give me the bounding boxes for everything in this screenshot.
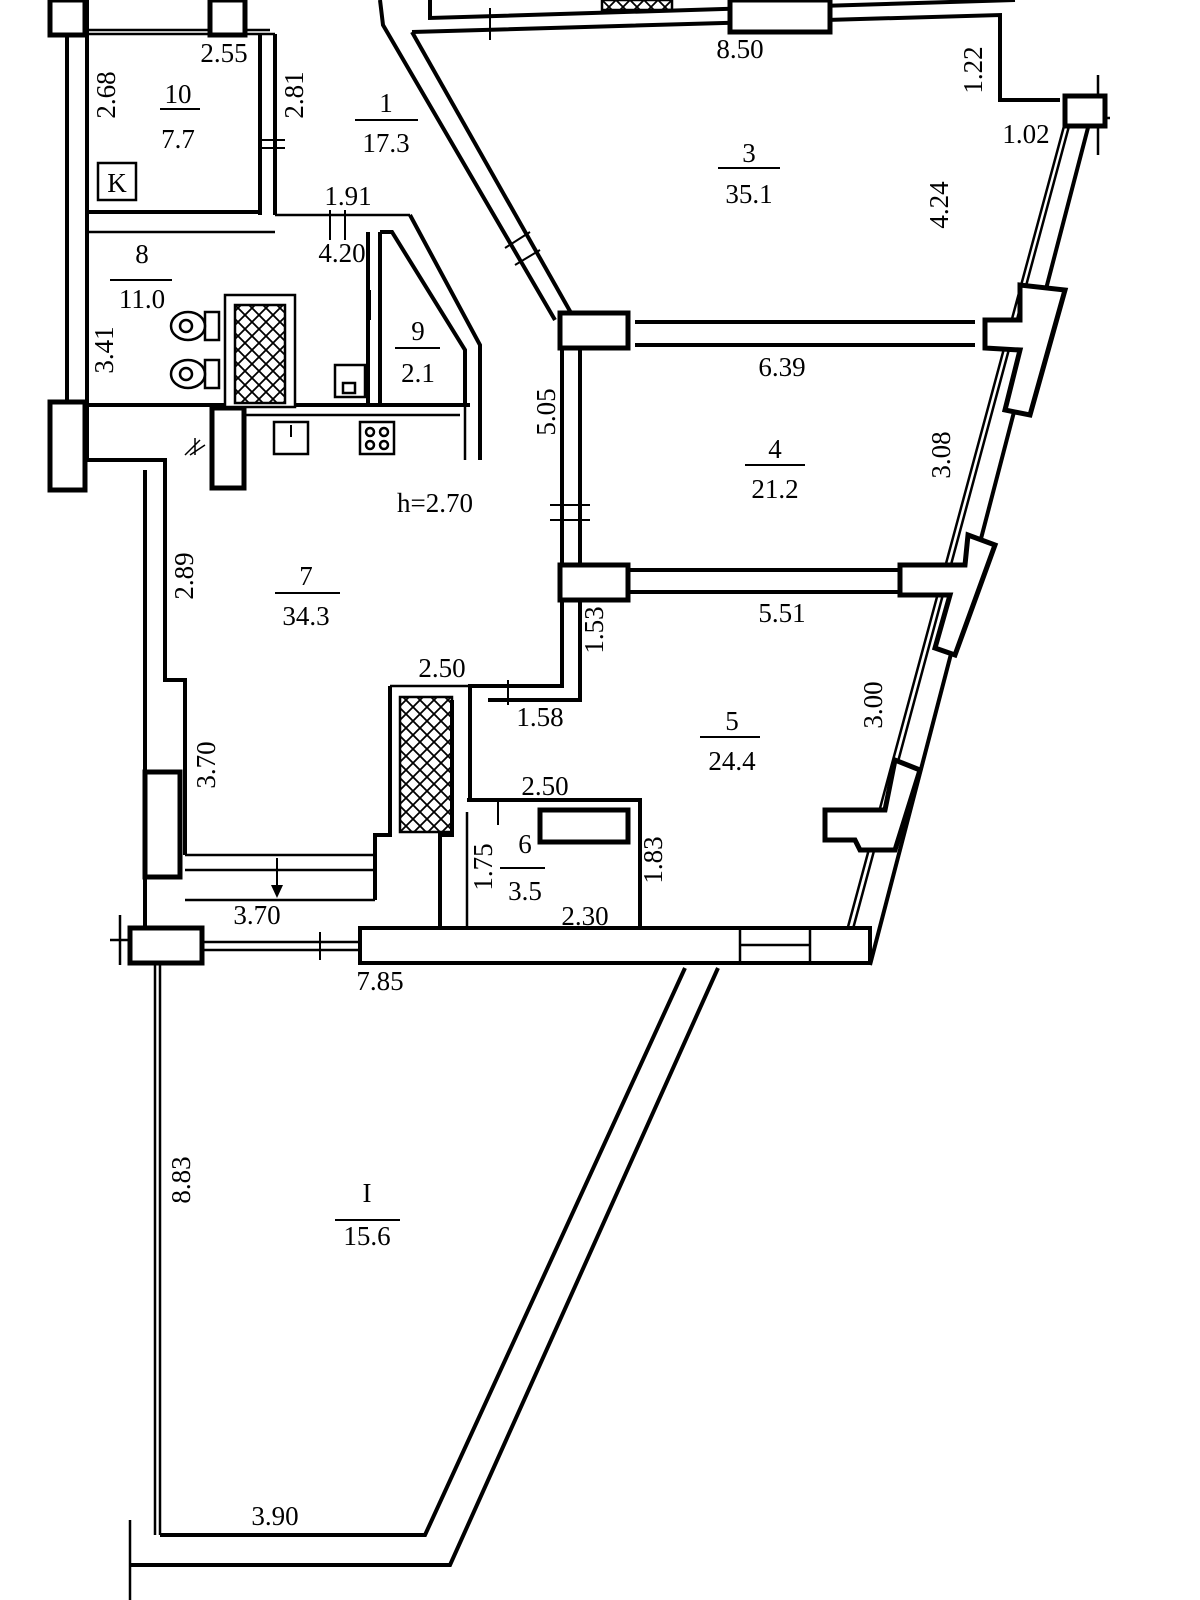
dim-250-b: 2.50 bbox=[521, 771, 568, 801]
room-labels: 10 7.7 1 17.3 3 35.1 8 11.0 9 2.1 4 21.2… bbox=[107, 79, 798, 1251]
ceiling-height: h=2.70 bbox=[397, 488, 473, 518]
sink-icon bbox=[333, 363, 367, 399]
room-9-area: 2.1 bbox=[401, 358, 435, 388]
walls bbox=[65, 0, 1110, 1600]
room-1-area: 17.3 bbox=[362, 128, 409, 158]
k-mark: K bbox=[107, 168, 127, 198]
entrance-arrow-icon bbox=[271, 858, 283, 898]
dim-505: 5.05 bbox=[531, 388, 561, 435]
dim-341: 3.41 bbox=[89, 326, 119, 373]
dim-300: 3.00 bbox=[858, 681, 888, 728]
dim-308: 3.08 bbox=[926, 431, 956, 478]
room-6-area: 3.5 bbox=[508, 876, 542, 906]
dim-289: 2.89 bbox=[169, 552, 199, 599]
dim-158: 1.58 bbox=[516, 702, 563, 732]
dimension-labels: 2.55 2.68 2.81 8.50 1.22 1.02 4.24 1.91 … bbox=[89, 34, 1050, 1531]
boiler-icon bbox=[184, 438, 206, 456]
dim-122: 1.22 bbox=[958, 46, 988, 93]
room-8-number: 8 bbox=[135, 239, 149, 269]
stove-icon bbox=[358, 420, 396, 456]
room-1-number: 1 bbox=[379, 88, 393, 118]
dim-230: 2.30 bbox=[561, 901, 608, 931]
dim-102: 1.02 bbox=[1002, 119, 1049, 149]
dim-424: 4.24 bbox=[924, 181, 954, 229]
dim-255: 2.55 bbox=[200, 38, 247, 68]
room-3-area: 35.1 bbox=[725, 179, 772, 209]
dim-191: 1.91 bbox=[324, 181, 371, 211]
room-1-bottom-area: 15.6 bbox=[343, 1221, 390, 1251]
dim-183: 1.83 bbox=[638, 836, 668, 883]
k-box-icon bbox=[96, 161, 138, 202]
dim-551: 5.51 bbox=[758, 598, 805, 628]
dim-639: 6.39 bbox=[758, 352, 805, 382]
room-10-number: 10 bbox=[165, 79, 192, 109]
room-6-number: 6 bbox=[518, 829, 532, 859]
room-1-bottom-number: I bbox=[363, 1178, 372, 1208]
dim-153: 1.53 bbox=[579, 606, 609, 653]
dim-883: 8.83 bbox=[166, 1156, 196, 1203]
room-9-number: 9 bbox=[411, 316, 425, 346]
dim-250-a: 2.50 bbox=[418, 653, 465, 683]
dim-390: 3.90 bbox=[251, 1501, 298, 1531]
room-5-number: 5 bbox=[725, 706, 739, 736]
dim-370-a: 3.70 bbox=[191, 741, 221, 788]
room-4-area: 21.2 bbox=[751, 474, 798, 504]
fraction-bars bbox=[110, 108, 805, 1221]
room-10-area: 7.7 bbox=[161, 124, 195, 154]
toilet-icon bbox=[169, 310, 221, 342]
room-8-area: 11.0 bbox=[119, 284, 165, 314]
room-7-area: 34.3 bbox=[282, 601, 329, 631]
dim-370-b: 3.70 bbox=[233, 900, 280, 930]
room-7-number: 7 bbox=[299, 561, 313, 591]
dim-281: 2.81 bbox=[279, 71, 309, 118]
dim-175: 1.75 bbox=[468, 843, 498, 890]
dim-850: 8.50 bbox=[716, 34, 763, 64]
room-5-area: 24.4 bbox=[708, 746, 756, 776]
door-ticks bbox=[260, 8, 590, 960]
pillars bbox=[47, 0, 1108, 966]
bidet-icon bbox=[169, 358, 221, 390]
dim-420: 4.20 bbox=[318, 238, 365, 268]
hatched-areas bbox=[223, 0, 674, 834]
fixtures bbox=[96, 161, 396, 898]
room-4-number: 4 bbox=[768, 434, 782, 464]
dim-268: 2.68 bbox=[91, 71, 121, 118]
room-3-number: 3 bbox=[742, 138, 756, 168]
dim-785: 7.85 bbox=[356, 966, 403, 996]
kitchen-sink-icon bbox=[272, 420, 310, 456]
